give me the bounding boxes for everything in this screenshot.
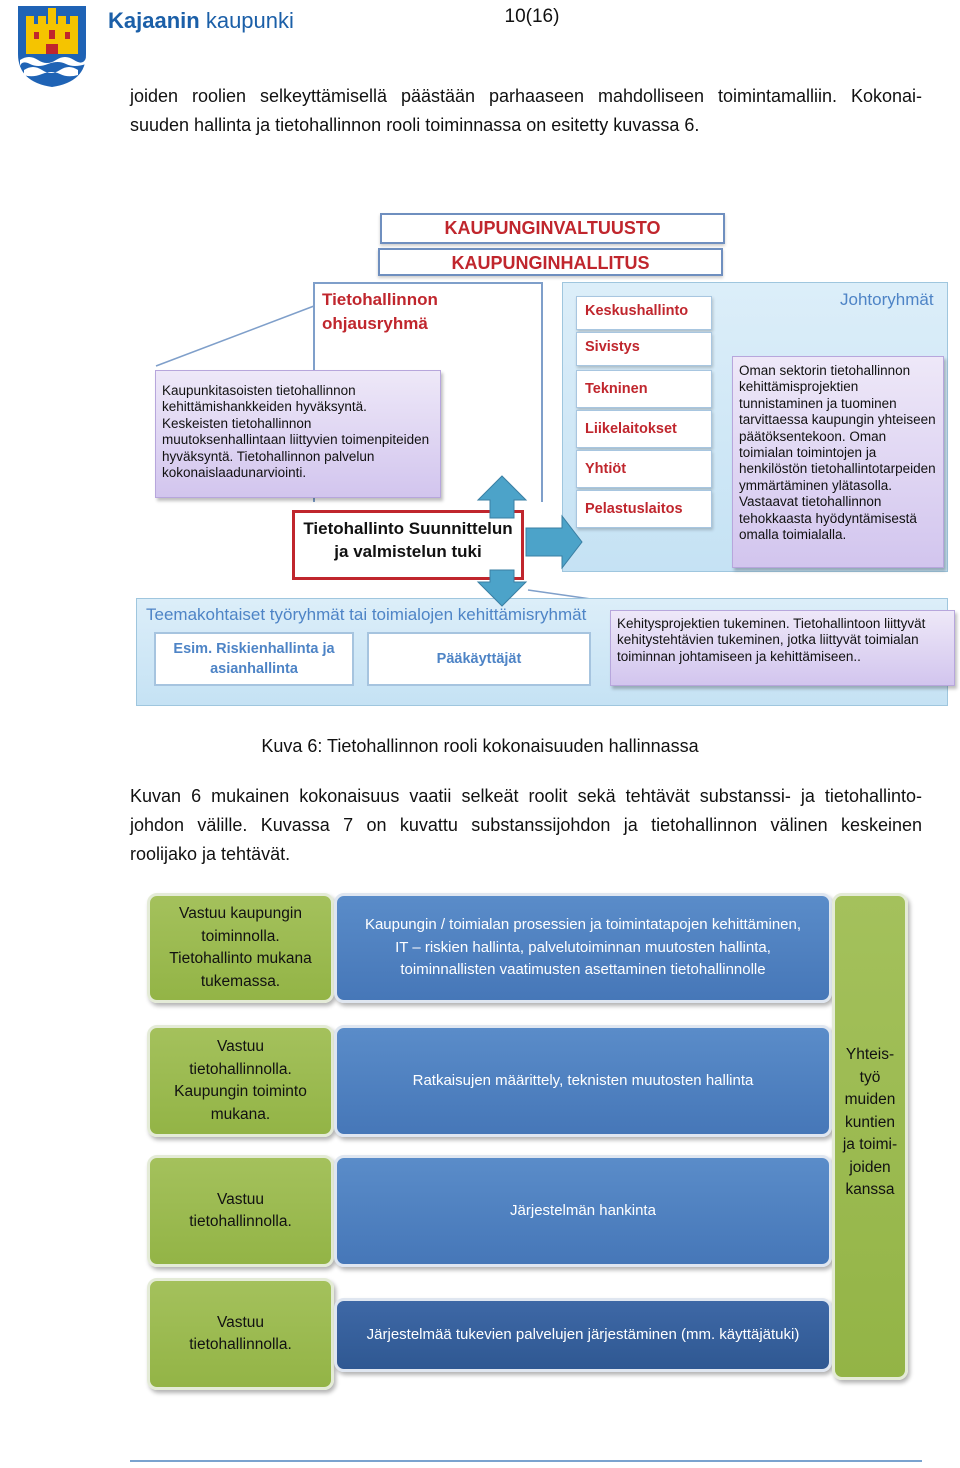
city-coat-of-arms-logo (16, 4, 88, 88)
task-box-2: Ratkaisujen määrittely, teknisten muutos… (334, 1025, 832, 1137)
para2-line-3: roolijako ja tehtävät. (130, 844, 291, 864)
responsibility-box-3: Vastuu tietohallinnolla. (147, 1155, 334, 1267)
responsibility-box-2: Vastuu tietohallinnolla. Kaupungin toimi… (147, 1025, 334, 1137)
intro-paragraph: joiden roolien selkeyttämisellä päästään… (130, 82, 922, 140)
para2-line-1: Kuvan 6 mukainen kokonaisuus vaatii selk… (130, 786, 922, 806)
sector-yhtiot: Yhtiöt (576, 450, 712, 488)
sector-keskushallinto: Keskushallinto (576, 296, 712, 330)
direction-arrows (476, 475, 583, 607)
steering-group-title: Tietohallinnon ohjausryhmä (322, 290, 438, 333)
it-planning-support-box: Tietohallinto Suunnittelun ja valmistelu… (292, 510, 524, 580)
footer-rule (130, 1460, 922, 1462)
brand-light: kaupunki (205, 8, 294, 33)
responsibility-box-1: Vastuu kaupungin toiminnolla. Tietohalli… (147, 893, 334, 1003)
task-box-1: Kaupungin / toimialan prosessien ja toim… (334, 893, 832, 1003)
sector-tekninen: Tekninen (576, 370, 712, 408)
intro-line-1: joiden roolien selkeyttämisellä päästään… (130, 86, 922, 106)
key-users-box: Pääkäyttäjät (367, 632, 591, 686)
arrow-down (476, 569, 528, 607)
para2-line-2: johdon välille. Kuvassa 7 on kuvattu sub… (130, 815, 922, 835)
task-box-3: Järjestelmän hankinta (334, 1155, 832, 1267)
page-number: 10(16) (504, 6, 560, 27)
cooperation-box: Yhteis- työ muiden kuntien ja toimi- joi… (832, 893, 908, 1380)
theme-groups-label: Teemakohtaiset työryhmät tai toimialojen… (146, 605, 587, 624)
arrow-right (525, 514, 583, 570)
project-support-description: Kehitysprojektien tukeminen. Tietohallin… (610, 610, 955, 686)
arrow-up (476, 475, 528, 519)
sector-description: Oman sektorin tietohallinnon kehittämisp… (732, 356, 944, 568)
body-paragraph: Kuvan 6 mukainen kokonaisuus vaatii selk… (130, 782, 922, 869)
city-board-box: KAUPUNGINHALLITUS (378, 248, 723, 276)
steering-group-description: Kaupunkitasoisten tietohallinnon kehittä… (155, 370, 441, 498)
intro-line-2: suuden hallinta ja tietohallinnon rooli … (130, 115, 700, 135)
sector-liikelaitokset: Liikelaitokset (576, 410, 712, 448)
example-risk-management-box: Esim. Riskienhallinta ja asianhallinta (154, 632, 354, 686)
responsibility-box-4: Vastuu tietohallinnolla. (147, 1278, 334, 1390)
figure-6-caption: Kuva 6: Tietohallinnon rooli kokonaisuud… (261, 736, 699, 756)
task-box-4: Järjestelmää tukevien palvelujen järjest… (334, 1298, 832, 1372)
organization-name: Kajaanin kaupunki (108, 8, 294, 34)
sector-sivistys: Sivistys (576, 332, 712, 366)
management-groups-label: Johtoryhmät (840, 290, 934, 309)
city-council-box: KAUPUNGINVALTUUSTO (380, 213, 725, 244)
sector-pelastuslaitos: Pelastuslaitos (576, 490, 712, 528)
brand-bold: Kajaanin (108, 8, 200, 33)
figure-6-diagram: Johtoryhmät Teemakohtaiset työryhmät tai… (0, 0, 960, 720)
